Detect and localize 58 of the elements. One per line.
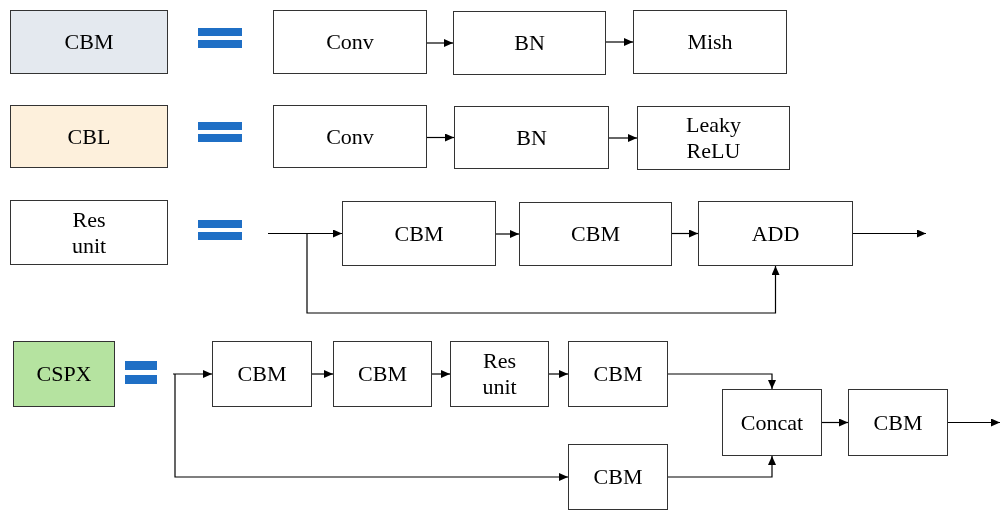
process-box [637, 106, 790, 170]
box-label: Conv [326, 123, 374, 150]
process-box [10, 105, 168, 168]
arrow [174, 373, 569, 481]
box-label: CBM [873, 409, 923, 436]
arrow [495, 230, 520, 238]
arrow [605, 38, 634, 46]
box-label: CBM [394, 220, 444, 247]
box-label: Res unit [482, 348, 517, 400]
process-box [273, 105, 427, 168]
arrow [821, 418, 849, 427]
process-box [453, 11, 606, 75]
process-box [13, 341, 115, 407]
process-box [698, 201, 853, 266]
arrow [852, 229, 927, 238]
box-label: CBM [64, 29, 114, 55]
process-box [722, 389, 822, 456]
arrow [671, 229, 699, 238]
process-box [568, 341, 668, 407]
process-box [568, 444, 668, 510]
process-box [10, 200, 168, 265]
box-label: Leaky ReLU [686, 112, 741, 164]
process-box [848, 389, 948, 456]
process-box [519, 202, 672, 266]
process-box [273, 10, 427, 74]
box-label: CBM [358, 361, 407, 387]
box-label: Conv [326, 29, 374, 55]
box-label: Res unit [71, 206, 107, 259]
box-label: CBM [593, 464, 643, 490]
arrow [306, 233, 780, 314]
box-label: BN [514, 30, 545, 56]
arrow [608, 134, 638, 142]
process-box [450, 341, 549, 407]
process-box [212, 341, 312, 407]
arrow [426, 39, 454, 47]
arrow [431, 370, 451, 378]
box-label: CSPX [36, 361, 92, 387]
box-label: Concat [740, 409, 804, 436]
process-box [342, 201, 496, 266]
process-box [333, 341, 432, 407]
box-label: CBM [571, 221, 620, 247]
box-label: CBL [67, 123, 111, 150]
arrow [667, 373, 776, 390]
process-box [454, 106, 609, 169]
process-box [10, 10, 168, 74]
box-label: CBM [237, 361, 287, 387]
arrow [172, 370, 213, 378]
arrow [267, 229, 343, 238]
arrow [426, 133, 455, 142]
box-label: CBM [593, 361, 643, 387]
arrow [548, 370, 569, 378]
arrow [947, 418, 1001, 427]
arrow [667, 455, 776, 478]
box-label: Mish [687, 29, 733, 55]
box-label: ADD [751, 220, 800, 247]
box-label: BN [516, 124, 547, 151]
arrow [311, 370, 334, 378]
process-box [633, 10, 787, 74]
